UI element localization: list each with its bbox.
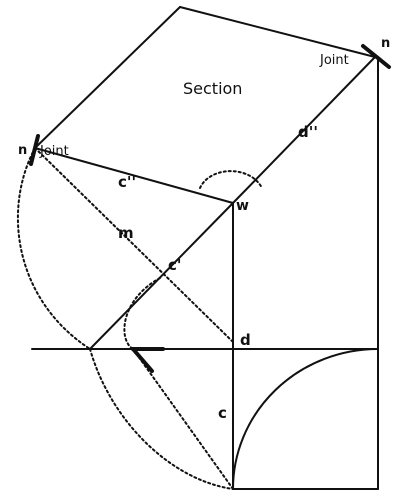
label-w: w <box>236 198 249 214</box>
label-n-left: n <box>18 143 27 158</box>
quarter-arc <box>232 348 379 490</box>
dotted-arc-inner <box>123 277 161 350</box>
dotted-line-m <box>34 147 234 343</box>
dotted-arc-left-lower <box>89 348 234 490</box>
label-d: d <box>240 331 251 349</box>
label-m: m <box>118 224 134 242</box>
label-section: Section <box>183 79 242 98</box>
joint-marker-right <box>361 44 391 69</box>
dotted-angle-arc <box>199 170 263 189</box>
edge-c-double-prime <box>34 147 234 204</box>
section-top-left-edge <box>34 6 181 149</box>
label-d-double-prime: d'' <box>298 123 318 141</box>
edge-d-double-prime <box>232 56 376 204</box>
label-c-prime: c' <box>168 256 181 274</box>
label-joint-left: Joint <box>39 144 69 159</box>
label-c: c <box>218 404 227 422</box>
label-c-double-prime: c'' <box>118 173 136 191</box>
label-joint-right: Joint <box>319 53 349 68</box>
dotted-arc-left-upper <box>17 147 91 350</box>
label-n-right: n <box>381 36 390 51</box>
section-top-right-edge <box>179 6 376 58</box>
dotted-line-to-c <box>132 348 234 490</box>
edge-c-prime <box>89 202 234 350</box>
